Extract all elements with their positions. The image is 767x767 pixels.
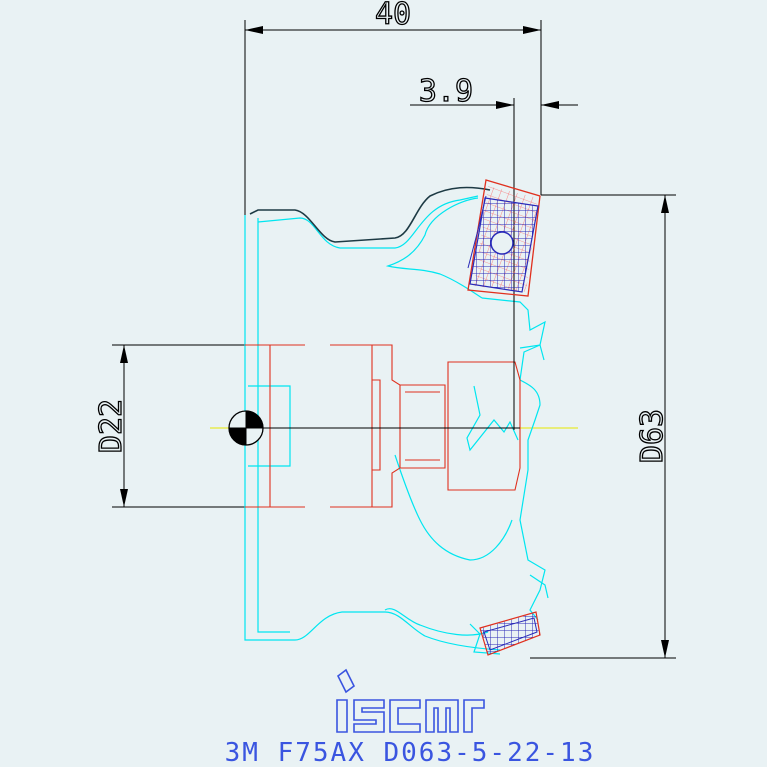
- bottom-insert: [479, 611, 541, 656]
- dimension-40: 40: [244, 0, 542, 430]
- svg-text:iscar: iscar: [0, 0, 3, 1]
- dim-label-d63: D63: [635, 409, 670, 463]
- dim-label-d22: D22: [94, 399, 129, 453]
- tool-designation: 3M F75AX D063-5-22-13: [225, 738, 596, 767]
- dimension-d63: D63: [530, 194, 676, 659]
- inner-bore: [245, 344, 521, 508]
- top-contour: [249, 186, 491, 243]
- dim-label-40: 40: [375, 0, 411, 32]
- iscar-logo: iscar: [0, 0, 485, 733]
- center-symbol: [228, 410, 264, 446]
- dimension-d22: D22: [93, 344, 262, 508]
- top-insert: [467, 179, 541, 297]
- dim-label-3-9: 3.9: [419, 74, 473, 109]
